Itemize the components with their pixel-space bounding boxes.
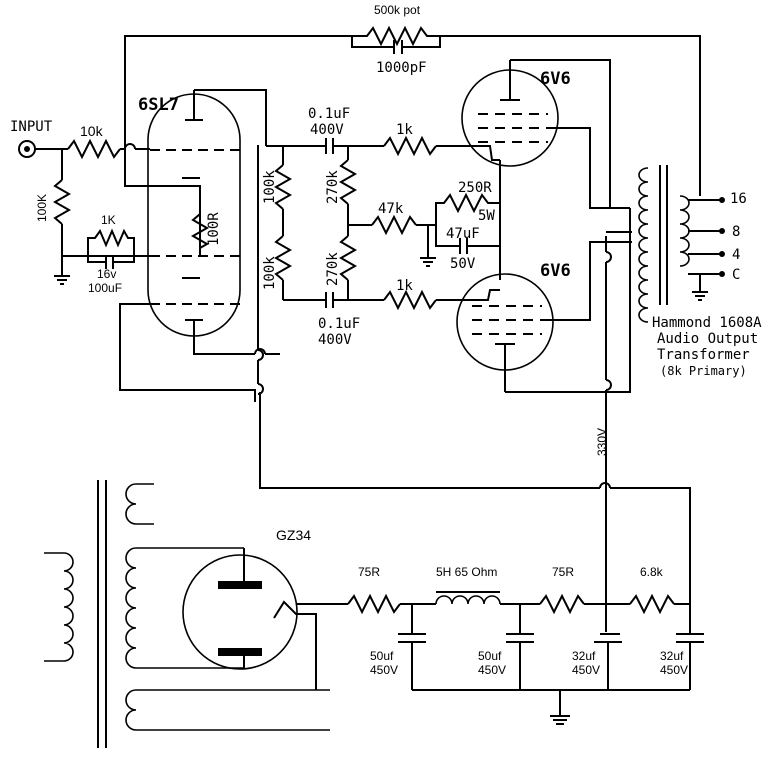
- ps-cap-1-voltage-label: 450V: [370, 663, 398, 677]
- transformer-label-line1: Hammond 1608A: [652, 315, 762, 331]
- grid-stopper-1-label: 1k: [396, 122, 413, 138]
- ps-cap-4-value-label: 32uf: [660, 649, 684, 663]
- plate-resistor-2-label: 100k: [262, 256, 278, 290]
- grid-stopper-2-label: 1k: [396, 278, 413, 294]
- coupling-cap-1-voltage-label: 400V: [310, 122, 344, 138]
- power-transformer: [44, 480, 330, 748]
- coupling-cap-1-value-label: 0.1uF: [308, 106, 350, 122]
- plate-loads: [257, 145, 691, 630]
- cathode-cap-out-value-label: 47uF: [446, 226, 480, 242]
- coupling-network: [300, 135, 501, 311]
- preamp-tube-label: 6SL7: [138, 95, 179, 115]
- transformer-label-line4: (8k Primary): [660, 364, 747, 378]
- transformer-label-line2: Audio Output: [657, 331, 758, 347]
- ps-cap-1-value-label: 50uf: [370, 649, 394, 663]
- output-transformer: [605, 165, 725, 632]
- ps-resistor-1-label: 75R: [358, 565, 380, 579]
- bypass-cap-value-label: 100uF: [88, 281, 122, 295]
- bypass-cap-voltage-label: 16v: [97, 267, 116, 281]
- feedback-network: [124, 25, 701, 196]
- ps-resistor-2-label: 75R: [552, 565, 574, 579]
- pot-label: 500k pot: [374, 3, 421, 17]
- rectifier-label: GZ34: [276, 527, 311, 543]
- tap-4-label: 4: [732, 247, 740, 263]
- grid-leak-1-label: 270k: [325, 170, 341, 204]
- tap-8-label: 8: [732, 224, 740, 240]
- input-resistor-label: 10k: [80, 123, 104, 139]
- grid-resistor-label: 100K: [35, 194, 49, 222]
- rectifier-tube-gz34: [182, 548, 348, 690]
- coupling-cap-2-voltage-label: 400V: [318, 332, 352, 348]
- ps-cap-4-voltage-label: 450V: [660, 663, 688, 677]
- input-label: INPUT: [10, 119, 53, 135]
- choke-label: 5H 65 Ohm: [436, 565, 497, 579]
- cathode-resistor-out-watt-label: 5W: [478, 208, 495, 224]
- plate-resistor-1-label: 100k: [262, 170, 278, 204]
- power-tube-2-label: 6V6: [540, 261, 571, 281]
- ps-cap-3-value-label: 32uf: [572, 649, 596, 663]
- grid-leak-2-label: 270k: [325, 252, 341, 286]
- feedback-cap-label: 1000pF: [376, 60, 427, 76]
- ps-cap-2-voltage-label: 450V: [478, 663, 506, 677]
- power-tube-6v6-lower: [456, 208, 632, 393]
- bias-resistor-label: 47k: [378, 201, 404, 217]
- ps-resistor-3-label: 6.8k: [640, 565, 664, 579]
- tap-c-label: C: [732, 267, 740, 283]
- b-plus-label: 330V: [595, 428, 609, 456]
- power-supply-filter: [347, 591, 704, 725]
- cathode-resistor-label: 100R: [206, 212, 222, 246]
- power-tube-6v6-upper: [461, 59, 630, 209]
- preamp-tube-6sl7: [119, 89, 280, 402]
- input-section: [18, 138, 150, 285]
- cathode-cap-out-voltage-label: 50V: [450, 256, 476, 272]
- transformer-label-line3: Transformer: [657, 347, 750, 363]
- power-tube-1-label: 6V6: [540, 69, 571, 89]
- tap-16-label: 16: [730, 191, 747, 207]
- bypass-resistor-label: 1K: [101, 213, 116, 227]
- cathode-resistor-out-label: 250R: [458, 180, 492, 196]
- coupling-cap-2-value-label: 0.1uF: [318, 316, 360, 332]
- ps-cap-2-value-label: 50uf: [478, 649, 502, 663]
- ps-cap-3-voltage-label: 450V: [572, 663, 600, 677]
